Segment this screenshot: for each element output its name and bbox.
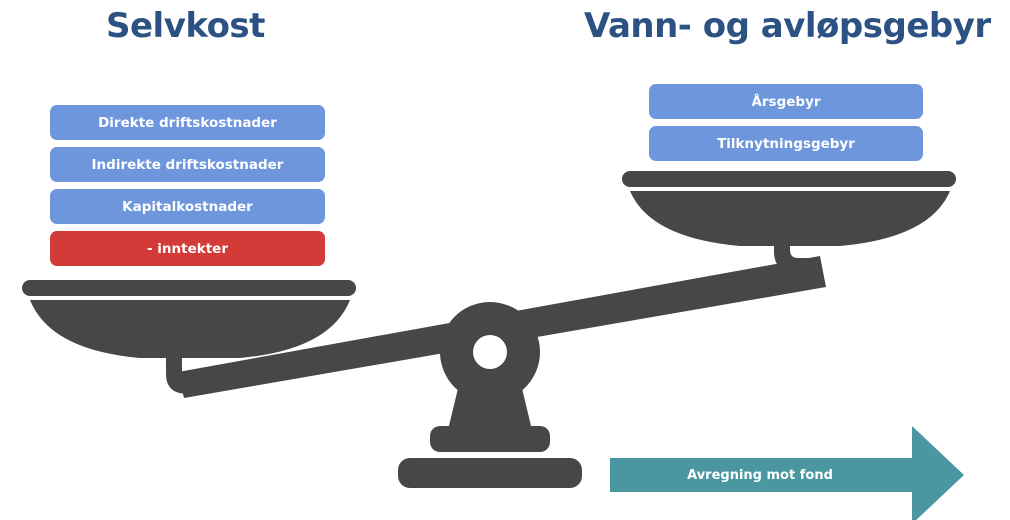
- pivot-hole: [473, 335, 507, 369]
- scale-base: [398, 458, 582, 488]
- selvkost-title: Selvkost: [106, 6, 265, 46]
- block-kapitalkostnader: Kapitalkostnader: [50, 189, 325, 224]
- left-pan-rim: [22, 280, 356, 296]
- block-inntekter: - inntekter: [50, 231, 325, 266]
- gebyr-title: Vann- og avløpsgebyr: [584, 6, 991, 46]
- left-hook: [166, 350, 204, 394]
- block-direkte-driftskostnader: Direkte driftskostnader: [50, 105, 325, 140]
- block-indirekte-driftskostnader: Indirekte driftskostnader: [50, 147, 325, 182]
- right-pan-bowl: [630, 191, 950, 246]
- left-pan-bowl: [30, 300, 350, 358]
- right-pan-rim: [622, 171, 956, 187]
- arrow-label: Avregning mot fond: [687, 467, 833, 483]
- fund-arrow-icon: [610, 426, 964, 520]
- block-tilknytningsgebyr: Tilknytningsgebyr: [649, 126, 923, 161]
- scale-base-top: [430, 426, 550, 452]
- block-arsgebyr: Årsgebyr: [649, 84, 923, 119]
